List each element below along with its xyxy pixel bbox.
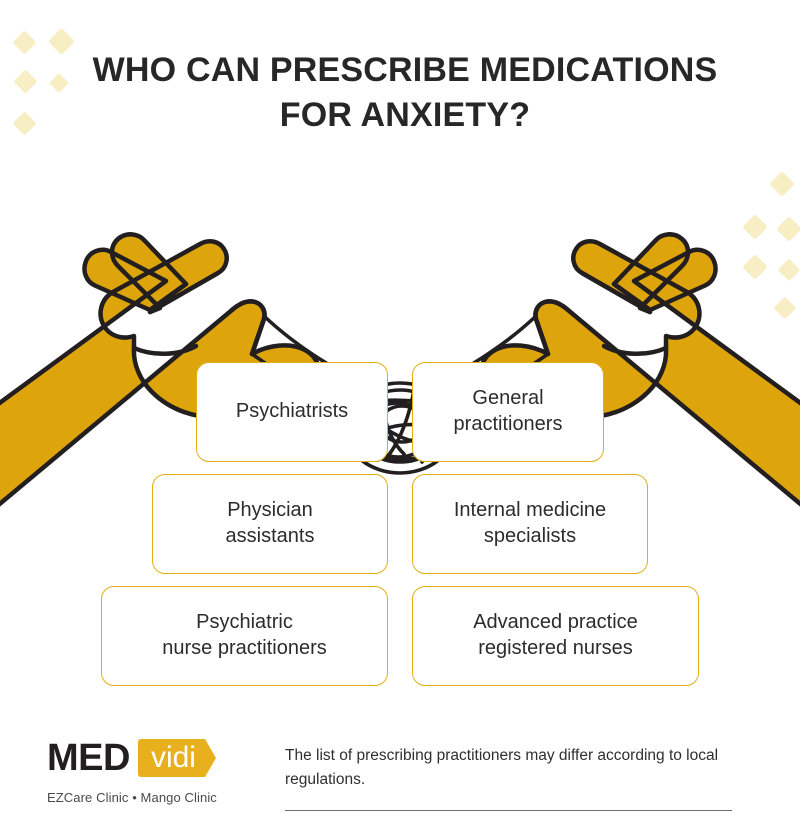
logo-tag-shape: vidi — [137, 739, 216, 777]
page-title-line-2: FOR ANXIETY? — [279, 96, 531, 135]
card-row: Psychiatric nurse practitioners Advanced… — [0, 586, 800, 686]
card-line: practitioners — [453, 413, 563, 435]
card-line: Physician — [227, 499, 313, 522]
card-line: Psychiatrists — [235, 400, 349, 423]
practitioner-card-grid: Psychiatrists General practitioners Phys… — [0, 362, 800, 698]
card-line: Internal medicine — [453, 499, 607, 522]
card-general-practitioners[interactable]: General practitioners — [412, 362, 604, 462]
medvidi-logo[interactable]: MED vidi EZCare Clinic • Mango Clinic — [47, 736, 262, 805]
card-internal-medicine-specialists[interactable]: Internal medicine specialists — [412, 474, 648, 574]
decorative-diamond — [13, 69, 38, 94]
logo-primary-text: MED — [47, 737, 130, 779]
logo-mark: MED vidi — [47, 736, 262, 780]
card-line: General — [472, 387, 544, 410]
card-line: Psychiatric — [196, 611, 293, 634]
page-title-line-1: WHO CAN PRESCRIBE MEDICATIONS — [92, 51, 718, 89]
footer-disclaimer-line-2: to local regulations. — [285, 747, 719, 788]
card-line: specialists — [483, 525, 577, 547]
page-title: WHO CAN PRESCRIBE MEDICATIONS FOR ANXIET… — [60, 48, 750, 138]
footer-divider — [285, 810, 732, 811]
card-advanced-practice-registered-nurses[interactable]: Advanced practice registered nurses — [412, 586, 699, 686]
logo-secondary-text: vidi — [150, 741, 196, 774]
card-row: Psychiatrists General practitioners — [0, 362, 800, 462]
card-line: assistants — [225, 525, 315, 547]
card-line: registered nurses — [478, 637, 633, 659]
card-line: nurse practitioners — [162, 637, 327, 659]
footer-disclaimer: The list of prescribing practitioners ma… — [285, 744, 725, 791]
card-physician-assistants[interactable]: Physician assistants — [152, 474, 388, 574]
right-hand-shape — [479, 232, 800, 507]
card-psychiatric-nurse-practitioners[interactable]: Psychiatric nurse practitioners — [101, 586, 388, 686]
card-psychiatrists[interactable]: Psychiatrists — [196, 362, 388, 462]
logo-tagline: EZCare Clinic • Mango Clinic — [47, 790, 217, 805]
card-line: Advanced practice — [473, 611, 638, 634]
decorative-diamond — [12, 111, 37, 136]
card-row: Physician assistants Internal medicine s… — [0, 474, 800, 574]
footer-disclaimer-line-1: The list of prescribing practitioners ma… — [285, 747, 665, 764]
footer: MED vidi EZCare Clinic • Mango Clinic Th… — [0, 722, 800, 814]
decorative-diamond — [12, 30, 37, 55]
left-hand-shape — [0, 232, 321, 507]
